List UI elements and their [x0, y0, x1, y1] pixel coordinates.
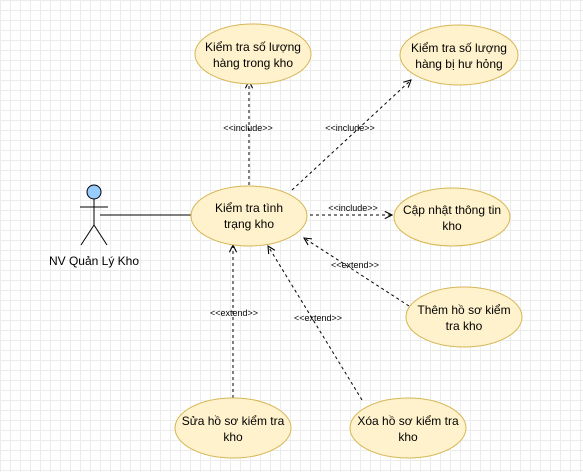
usecase-label-line-2: kho	[442, 219, 462, 233]
usecase-label-line-1: Xóa hồ sơ kiểm tra	[357, 414, 459, 428]
usecase-label-line-1: Kiểm tra tình	[215, 201, 283, 215]
usecase-kiem-tra-so-luong-hang-bi-hu-hong[interactable]: Kiểm tra số lượng hàng bị hư hỏng	[399, 24, 519, 86]
usecase-label-line-2: hàng bị hư hỏng	[415, 57, 502, 71]
usecase-label-line-2: kho	[398, 430, 418, 444]
actor-label: NV Quản Lý Kho	[49, 254, 139, 268]
label-include-check-qty: <<include>>	[223, 123, 273, 133]
actor-head	[86, 184, 102, 200]
usecase-them-ho-so-kiem-tra-kho[interactable]: Thêm hồ sơ kiểm tra kho	[405, 286, 523, 348]
usecase-label-line-2: tra kho	[446, 319, 483, 333]
usecase-label-line-1: Cập nhật thông tin	[403, 203, 501, 217]
label-extend-delete-record: <<extend>>	[294, 313, 342, 323]
usecase-label-line-2: trạng kho	[224, 217, 274, 231]
usecase-kiem-tra-tinh-trang-kho[interactable]: Kiểm tra tình trạng kho	[190, 185, 308, 247]
usecase-kiem-tra-so-luong-hang-trong-kho[interactable]: Kiểm tra số lượng hàng trong kho	[194, 23, 312, 85]
usecase-xoa-ho-so-kiem-tra-kho[interactable]: Xóa hồ sơ kiểm tra kho	[349, 397, 467, 459]
extend-edge-delete-record[interactable]	[268, 246, 363, 401]
actor-right-leg	[93, 224, 108, 246]
label-include-check-damaged: <<include>>	[325, 123, 375, 133]
usecase-label-line-1: Kiểm tra số lượng	[205, 40, 301, 54]
usecase-label-line-2: kho	[223, 430, 243, 444]
usecase-label-line-1: Kiểm tra số lượng	[411, 41, 507, 55]
usecase-cap-nhat-thong-tin-kho[interactable]: Cập nhật thông tin kho	[393, 187, 511, 247]
actor-left-leg	[80, 224, 95, 246]
label-extend-edit-record: <<extend>>	[210, 308, 258, 318]
label-include-update-info: <<include>>	[328, 203, 378, 213]
usecase-label-line-1: Thêm hồ sơ kiểm	[417, 303, 510, 317]
extend-edge-add-record[interactable]	[304, 238, 410, 307]
usecase-label-line-2: hàng trong kho	[213, 56, 293, 70]
actor-nv-quan-ly-kho[interactable]: NV Quản Lý Kho	[49, 184, 139, 268]
label-extend-add-record: <<extend>>	[331, 260, 379, 270]
include-edge-check-damaged[interactable]	[291, 80, 411, 191]
usecase-label-line-1: Sửa hồ sơ kiểm tra	[182, 414, 285, 428]
usecase-sua-ho-so-kiem-tra-kho[interactable]: Sửa hồ sơ kiểm tra kho	[174, 397, 292, 459]
